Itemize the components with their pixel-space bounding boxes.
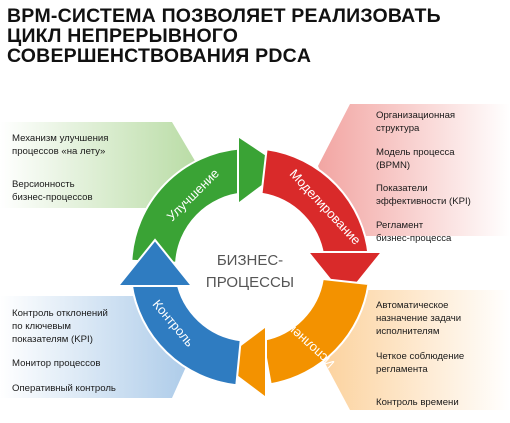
title-line-1: BPM-СИСТЕМА ПОЗВОЛЯЕТ РЕАЛИЗОВАТЬ <box>7 5 441 27</box>
execution-item-2-line-1: Четкое соблюдение <box>376 351 465 362</box>
modeling-item-2-line-2: (BPMN) <box>376 160 411 171</box>
title-line-2: ЦИКЛ НЕПРЕРЫВНОГО <box>7 25 239 47</box>
execution-wedge <box>318 290 510 410</box>
center-label-line-2: ПРОЦЕССЫ <box>206 274 294 291</box>
control-item-1-line-3: показателям (KPI) <box>12 334 93 345</box>
control-item-1-line-2: по ключевым <box>12 321 72 332</box>
execution-item-1-line-2: назначение задачи <box>376 313 462 324</box>
control-item-1-line-1: Контроль отклонений <box>12 308 108 319</box>
execution-item-1-line-3: исполнителям <box>376 326 440 337</box>
modeling-item-1-line-1: Организационная <box>376 110 456 121</box>
center-label-line-1: БИЗНЕС- <box>217 252 283 269</box>
modeling-item-4-line-1: Регламент <box>376 220 424 231</box>
execution-item-2-line-2: регламента <box>376 364 428 375</box>
control-item-3: Оперативный контроль <box>12 383 116 394</box>
improvement-item-1-line-2: процессов «на лету» <box>12 146 106 157</box>
execution-arrowhead <box>216 324 267 400</box>
modeling-item-3-line-1: Показатели <box>376 183 428 194</box>
modeling-arrowhead <box>305 251 385 300</box>
execution-item-1-line-1: Автоматическое <box>376 300 449 311</box>
page-title: BPM-СИСТЕМА ПОЗВОЛЯЕТ РЕАЛИЗОВАТЬ ЦИКЛ Н… <box>7 6 507 66</box>
improvement-item-2-line-2: бизнес-процессов <box>12 192 93 203</box>
execution-arrow <box>261 277 370 386</box>
modeling-item-1-line-2: структура <box>376 123 420 134</box>
improvement-item-2-line-1: Версионность <box>12 179 75 190</box>
execution-item-3: Контроль времени <box>376 397 459 408</box>
control-arrowhead <box>115 238 195 287</box>
modeling-item-4-line-2: бизнес-процесса <box>376 233 452 244</box>
control-item-2: Монитор процессов <box>12 358 101 369</box>
improvement-item-1-line-1: Механизм улучшения <box>12 133 109 144</box>
modeling-item-2-line-1: Модель процесса <box>376 147 455 158</box>
modeling-wedge <box>318 104 510 236</box>
title-line-3: СОВЕРШЕНСТВОВАНИЯ PDCA <box>7 45 312 67</box>
modeling-item-3-line-2: эффективности (KPI) <box>376 196 471 207</box>
improvement-wedge <box>0 122 198 208</box>
